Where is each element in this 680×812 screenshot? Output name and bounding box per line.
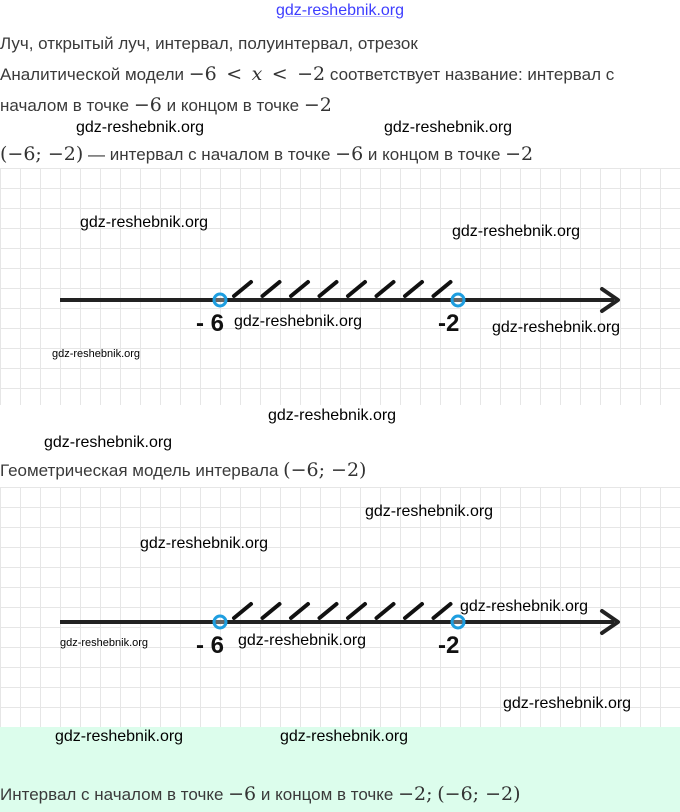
hatch-mark — [289, 280, 310, 298]
text: началом в точке — [0, 96, 130, 115]
watermark: gdz-reshebnik.org — [452, 223, 581, 240]
math: −6 — [228, 783, 257, 805]
watermark: gdz-reshebnik.org — [384, 119, 513, 136]
arrow-head-icon — [600, 287, 620, 313]
open-endpoint-start — [212, 614, 228, 630]
math: < — [226, 63, 243, 85]
text: Геометрическая модель интервала — [0, 461, 279, 480]
hatch-mark — [232, 280, 253, 298]
text: и концом в точке — [367, 145, 501, 164]
open-endpoint-end — [450, 292, 466, 308]
math: −2; — [398, 783, 433, 805]
math: (−6; −2) — [283, 459, 367, 481]
hatch-mark — [403, 602, 424, 620]
watermark: gdz-reshebnik.org — [76, 119, 205, 136]
watermark: gdz-reshebnik.org — [55, 728, 184, 745]
hatch-mark — [289, 602, 310, 620]
site-watermark-link[interactable]: gdz-reshebnik.org — [275, 2, 405, 19]
math: −6 — [335, 143, 364, 165]
math: −6 — [133, 94, 162, 116]
hatch-mark — [374, 602, 396, 620]
number-line-svg — [60, 280, 620, 313]
analytic-line-1: Аналитической модели −6 < x < −2 соответ… — [0, 63, 614, 85]
math: −6 — [188, 63, 217, 85]
number-line-figure-1: - 6 -2 gdz-reshebnik.org gdz-reshebnik.o… — [0, 168, 680, 405]
math-variable: x — [251, 63, 263, 85]
hatch-mark — [374, 280, 396, 298]
watermark: gdz-reshebnik.org — [492, 319, 621, 336]
text: Интервал с началом в точке — [0, 785, 224, 804]
math: (−6; −2) — [0, 143, 84, 165]
open-endpoint-start — [212, 292, 228, 308]
text: и концом в точке — [260, 785, 394, 804]
analytic-line-2: началом в точке −6 и концом в точке −2 — [0, 94, 332, 116]
watermark: gdz-reshebnik.org — [460, 598, 589, 615]
number-line-svg — [60, 602, 620, 635]
hatch-mark — [232, 602, 253, 620]
hatch-mark — [346, 602, 367, 620]
interval-line: (−6; −2) — интервал с началом в точке −6… — [0, 143, 533, 165]
watermark: gdz-reshebnik.org — [365, 503, 494, 520]
start-label: - 6 — [196, 310, 225, 337]
arrow-head-icon — [600, 609, 620, 635]
watermark: gdz-reshebnik.org — [140, 535, 269, 552]
text: Аналитической модели — [0, 65, 184, 84]
hatch-mark — [317, 602, 339, 620]
hatch-mark — [260, 602, 282, 620]
math: −2 — [505, 143, 534, 165]
watermark: gdz-reshebnik.org — [238, 632, 367, 649]
topic-title: Луч, открытый луч, интервал, полуинтерва… — [0, 34, 418, 53]
end-label: -2 — [438, 632, 460, 659]
text: — интервал с началом в точке — [88, 145, 331, 164]
watermark: gdz-reshebnik.org — [268, 407, 397, 424]
end-label: -2 — [438, 310, 460, 337]
watermark: gdz-reshebnik.org — [44, 434, 173, 451]
watermark: gdz-reshebnik.org — [503, 695, 632, 712]
hatch-mark — [260, 280, 282, 298]
open-endpoint-end — [450, 614, 466, 630]
math: −2 — [303, 94, 332, 116]
geometric-caption: Геометрическая модель интервала (−6; −2) — [0, 459, 366, 481]
number-line-figure-2: - 6 -2 gdz-reshebnik.org gdz-reshebnik.o… — [0, 487, 680, 727]
watermark: gdz-reshebnik.org — [280, 728, 409, 745]
answer-box: gdz-reshebnik.org gdz-reshebnik.org Инте… — [0, 727, 680, 812]
watermark: gdz-reshebnik.org — [234, 313, 363, 330]
watermark: gdz-reshebnik.org — [52, 348, 141, 360]
hatch-mark — [431, 602, 453, 620]
math: (−6; −2) — [437, 783, 521, 805]
text: соответствует название: интервал с — [329, 65, 615, 84]
hatch-mark — [403, 280, 424, 298]
text: и концом в точке — [166, 96, 300, 115]
watermark: gdz-reshebnik.org — [80, 214, 209, 231]
start-label: - 6 — [196, 632, 225, 659]
math: −2 — [297, 63, 326, 85]
hatch-mark — [346, 280, 367, 298]
watermark: gdz-reshebnik.org — [60, 637, 149, 649]
hatch-mark — [317, 280, 339, 298]
answer-text: Интервал с началом в точке −6 и концом в… — [0, 783, 521, 805]
math: < — [271, 63, 288, 85]
hatch-mark — [431, 280, 453, 298]
